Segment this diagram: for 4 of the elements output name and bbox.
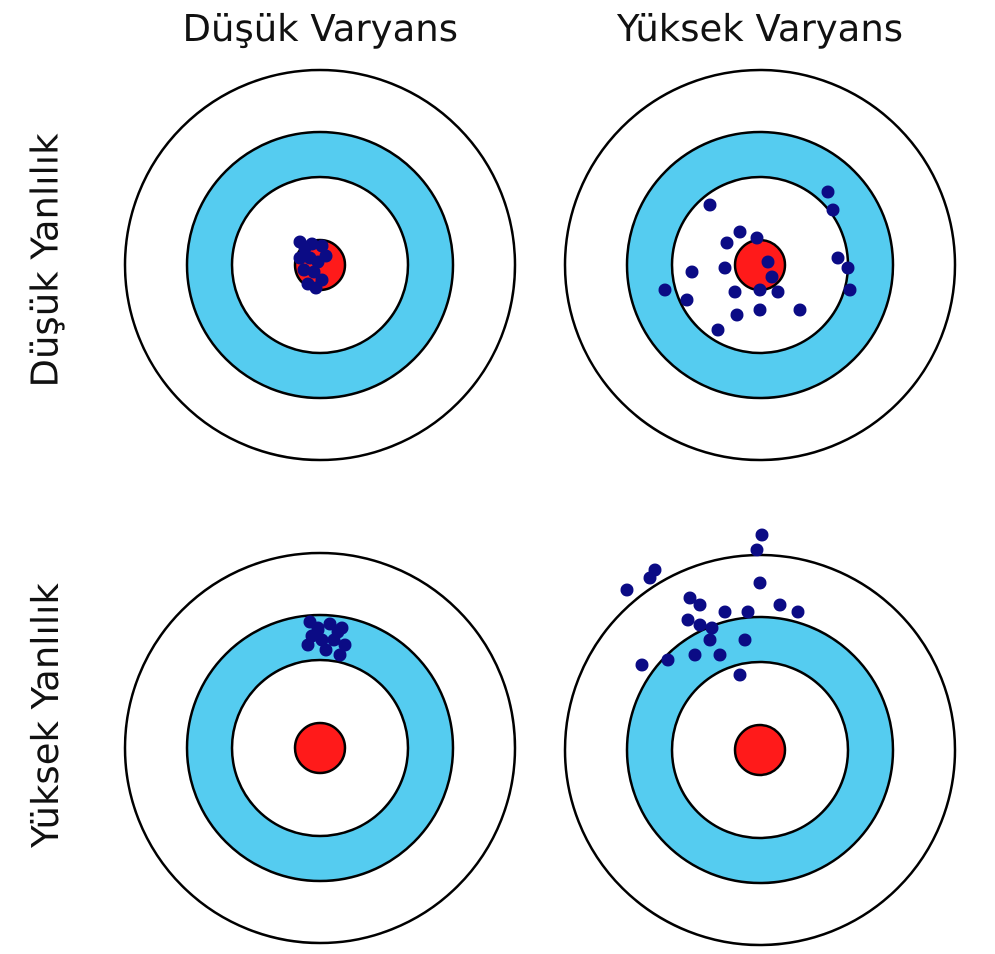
row-heading: Yüksek Yanlılık — [23, 582, 66, 848]
column-heading: Düşük Varyans — [182, 6, 458, 50]
row-heading: Düşük Yanlılık — [24, 132, 67, 388]
column-heading: Yüksek Varyans — [617, 6, 904, 50]
